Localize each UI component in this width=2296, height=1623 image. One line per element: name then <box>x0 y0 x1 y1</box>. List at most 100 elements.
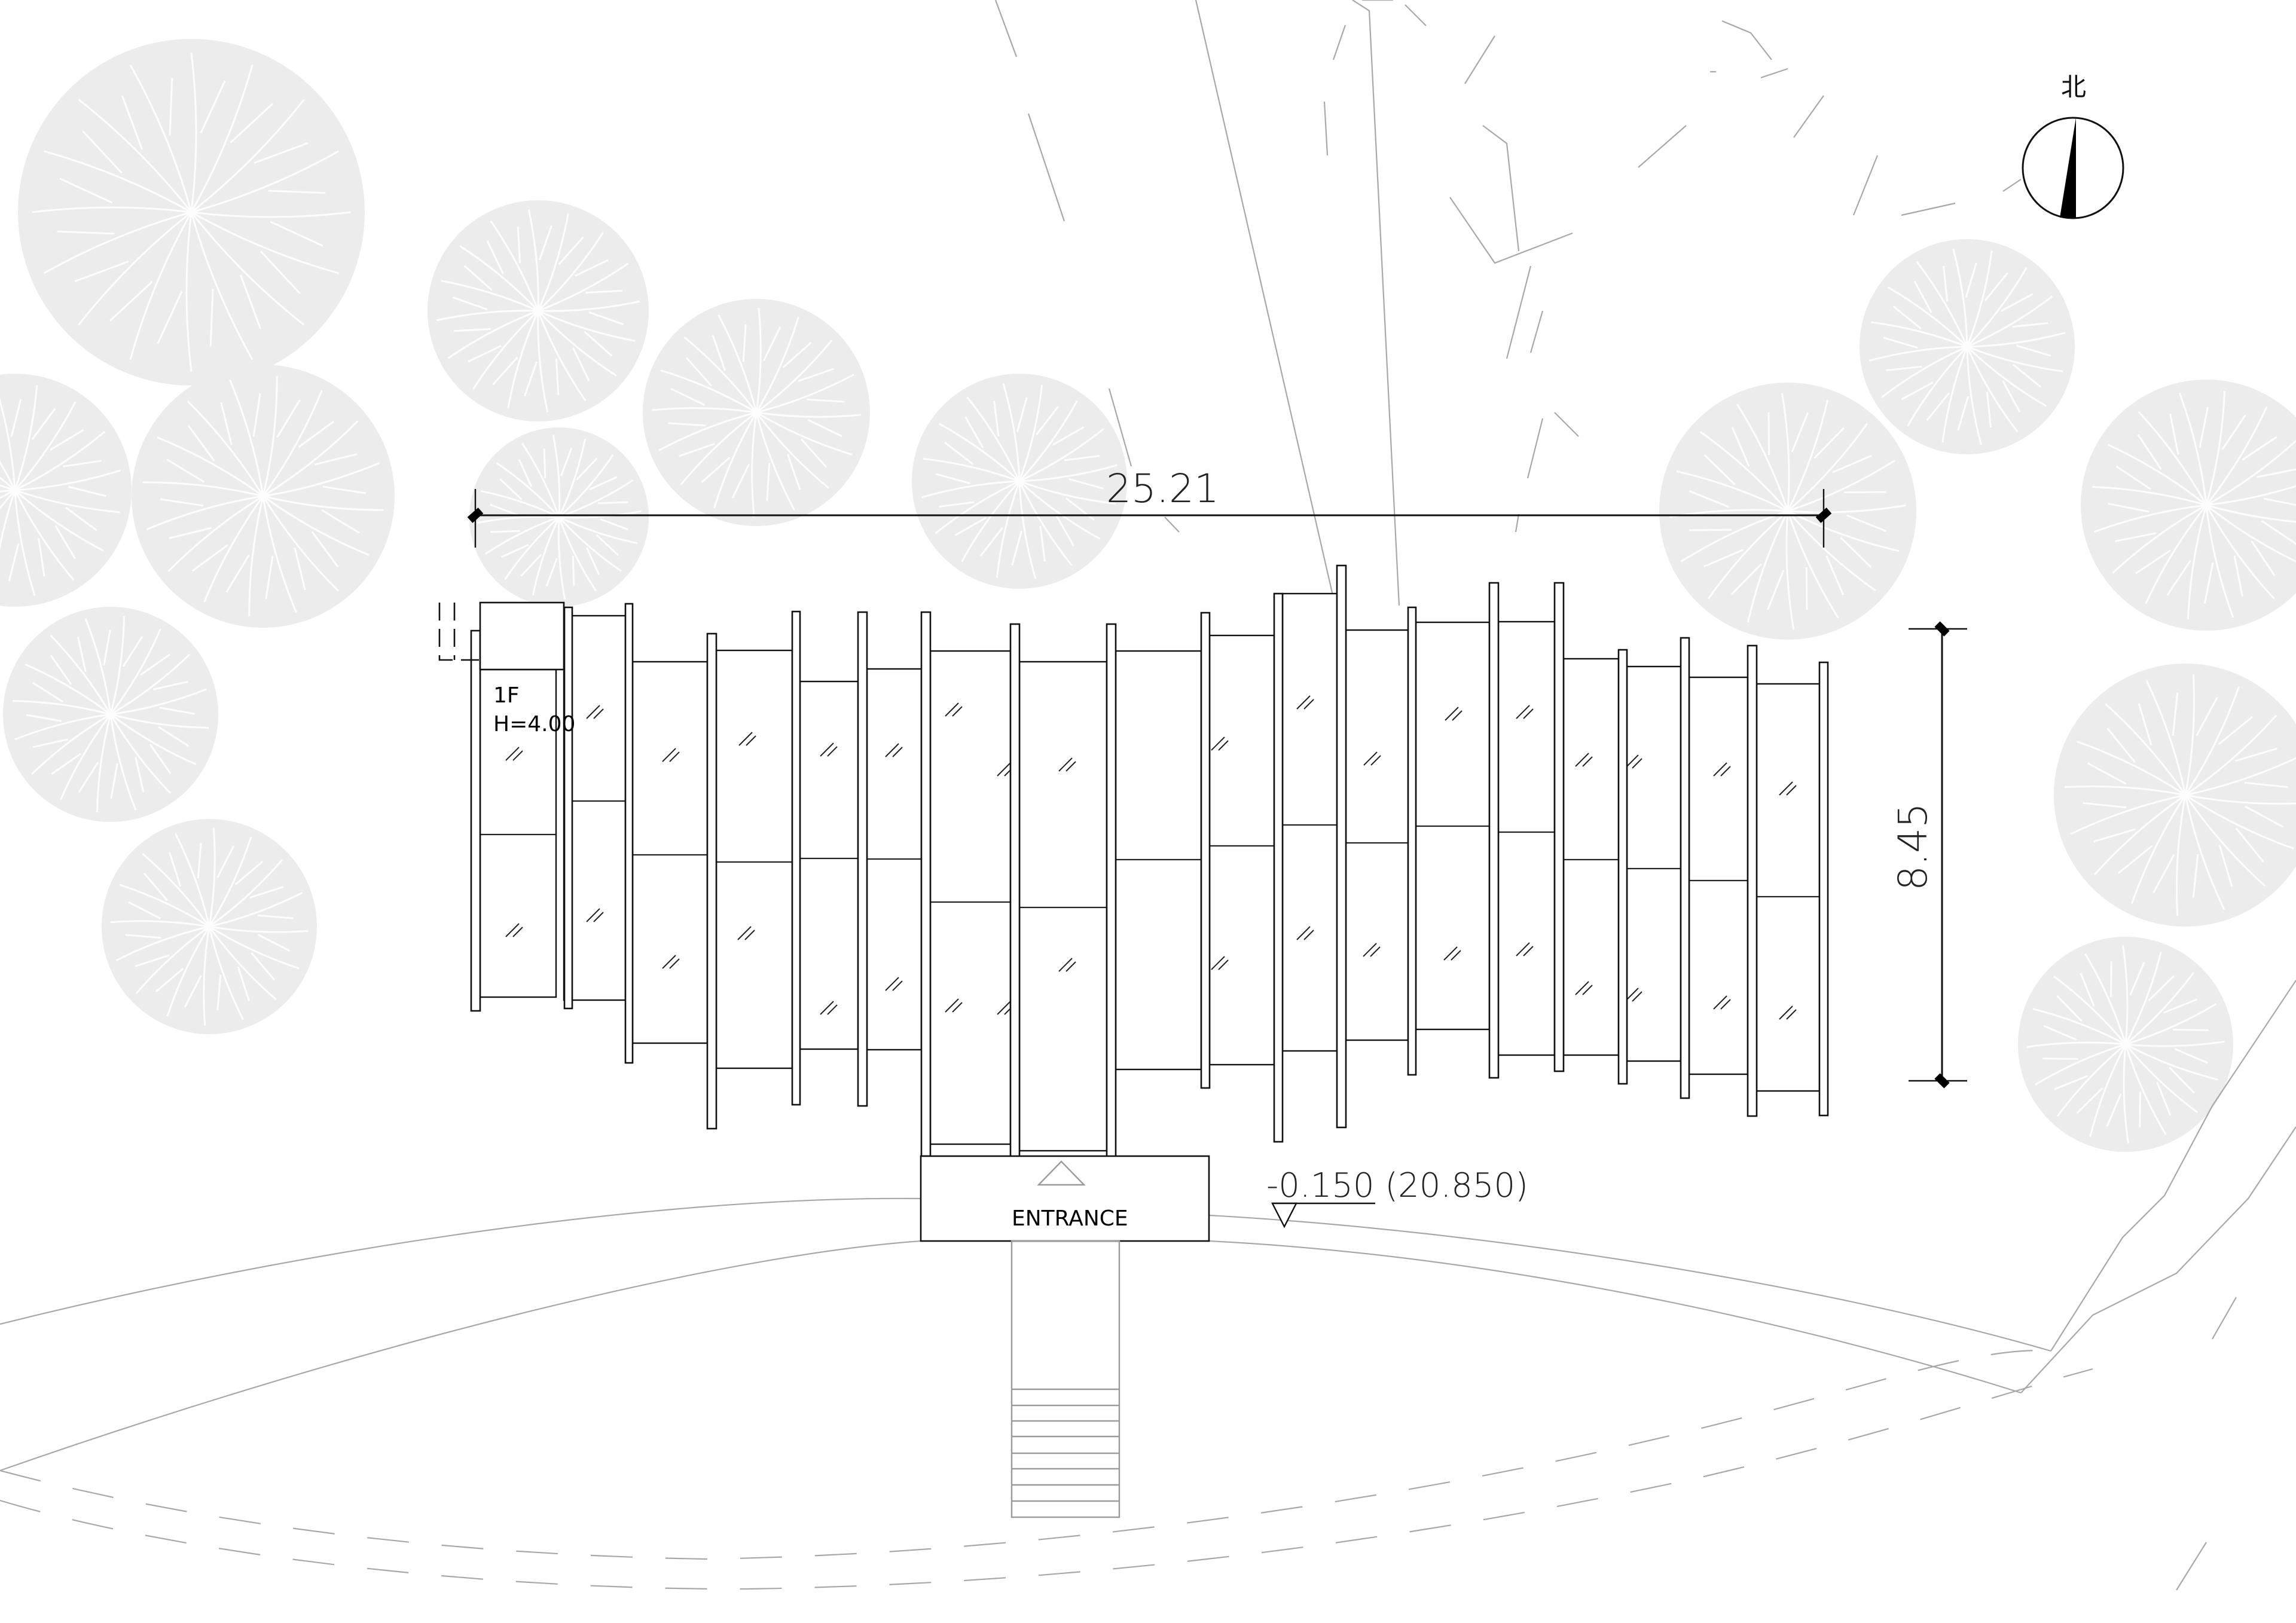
glass-hatch-icon <box>1779 781 1797 796</box>
glass-hatch-icon <box>945 998 963 1013</box>
wall-fin <box>1488 582 1500 1079</box>
glass-bay <box>997 661 1108 1152</box>
tree-icon <box>912 374 1127 589</box>
glass-hatch-icon <box>1516 942 1534 956</box>
glass-hatch-icon <box>1779 1005 1797 1020</box>
glass-hatch-icon <box>662 748 680 762</box>
annex-dashed-outline <box>438 603 480 661</box>
glass-bay <box>1562 658 1620 1056</box>
glass-bay <box>1497 621 1556 1056</box>
annex-outline <box>479 601 565 671</box>
floor-label: 1F <box>493 683 520 708</box>
glass-bay <box>1058 650 1202 1071</box>
tree-icon <box>102 819 317 1034</box>
tree-icon <box>18 39 365 386</box>
elevation-marker: -0.150 (20.850) <box>1266 1166 1528 1228</box>
tree-icon <box>132 365 395 628</box>
glass-bay <box>563 615 627 1001</box>
glass-hatch-icon <box>1058 958 1076 972</box>
glass-bay <box>1281 592 1338 1052</box>
glass-hatch-icon <box>1211 956 1229 970</box>
tree-canopy-layer <box>0 39 2296 1152</box>
glass-bay <box>1755 683 1821 1092</box>
tree-icon <box>1659 383 1916 640</box>
height-label: H=4.00 <box>493 712 575 736</box>
elevation-label: -0.150 (20.850) <box>1266 1166 1528 1205</box>
entrance-label: ENTRANCE <box>1012 1206 1128 1231</box>
glass-bay <box>866 668 923 1051</box>
glass-hatch-icon <box>1713 995 1731 1010</box>
tree-icon <box>3 607 218 822</box>
glass-hatch-icon <box>1713 762 1731 777</box>
glass-hatch-icon <box>586 908 604 922</box>
glass-bay <box>1208 634 1275 1066</box>
glass-hatch-icon <box>945 702 963 717</box>
tree-icon <box>643 299 870 526</box>
tree-icon <box>1860 239 2075 454</box>
glass-hatch-icon <box>1058 757 1076 772</box>
glass-hatch-icon <box>1363 943 1381 957</box>
wall-fin <box>920 611 932 1157</box>
glass-hatch-icon <box>1445 707 1463 721</box>
wall-fin <box>857 611 868 1107</box>
building-plan: ENTRANCE 1F H=4.00 <box>438 564 1829 1518</box>
wall-fin <box>706 632 718 1130</box>
glass-bay <box>631 661 709 1044</box>
wall-fin <box>1680 637 1690 1099</box>
glass-bay <box>1345 629 1409 1041</box>
glass-hatch-icon <box>1363 751 1381 766</box>
wall-fin <box>1617 649 1628 1085</box>
glass-hatch-icon <box>1296 926 1314 940</box>
wall-fin <box>470 629 481 1012</box>
glass-hatch-icon <box>1575 753 1593 767</box>
glass-bay <box>799 680 859 1050</box>
depth-dimension-value: 8.45 <box>1890 803 1936 891</box>
wall-fin <box>1106 623 1117 1171</box>
glass-hatch-icon <box>1443 946 1461 961</box>
glass-bay <box>1625 665 1682 1062</box>
tree-icon <box>2081 380 2296 631</box>
tree-icon <box>0 374 132 607</box>
glass-hatch-icon <box>820 1001 838 1015</box>
glass-hatch-icon <box>1296 695 1314 710</box>
wall-fin <box>1273 592 1284 1143</box>
glass-hatch-icon <box>1575 981 1593 995</box>
wall-fin <box>563 606 573 1010</box>
wall-fin <box>1336 564 1347 1129</box>
glass-hatch-icon <box>586 705 604 719</box>
glass-hatch-icon <box>885 977 903 991</box>
north-arrow-icon: 北 <box>2022 72 2124 219</box>
glass-hatch-icon <box>737 926 755 940</box>
tree-icon <box>428 200 649 421</box>
entrance-arrow-icon <box>1037 1160 1086 1186</box>
glass-hatch-icon <box>1516 705 1534 719</box>
glass-hatch-icon <box>505 923 523 937</box>
wall-fin <box>791 610 801 1106</box>
wall-fin <box>1009 623 1021 1171</box>
glass-hatch-icon <box>738 732 756 746</box>
glass-bay <box>1688 676 1749 1075</box>
wall-fin <box>1407 606 1417 1076</box>
glass-hatch-icon <box>662 955 680 969</box>
tree-icon <box>2054 664 2296 927</box>
wall-fin <box>1818 661 1829 1117</box>
wall-fin <box>1200 612 1211 1089</box>
dimension-annotations: 25.21 8.45 -0.150 (20.850) <box>467 466 1967 1228</box>
glass-hatch-icon <box>820 742 838 757</box>
entrance-box <box>920 1155 1210 1242</box>
north-label: 北 <box>2061 72 2086 102</box>
wall-fin <box>1747 644 1758 1117</box>
tree-icon <box>469 427 649 607</box>
glass-bay <box>479 668 557 998</box>
tree-icon <box>2018 937 2233 1152</box>
wall-fin <box>1553 582 1565 1072</box>
wall-fin <box>624 603 634 1064</box>
entrance-stair <box>1010 1240 1120 1518</box>
glass-bay <box>929 650 1012 1145</box>
glass-bay <box>1415 621 1491 1031</box>
glass-hatch-icon <box>1211 736 1229 751</box>
glass-hatch-icon <box>885 743 903 757</box>
width-dimension-value: 25.21 <box>1106 466 1219 512</box>
